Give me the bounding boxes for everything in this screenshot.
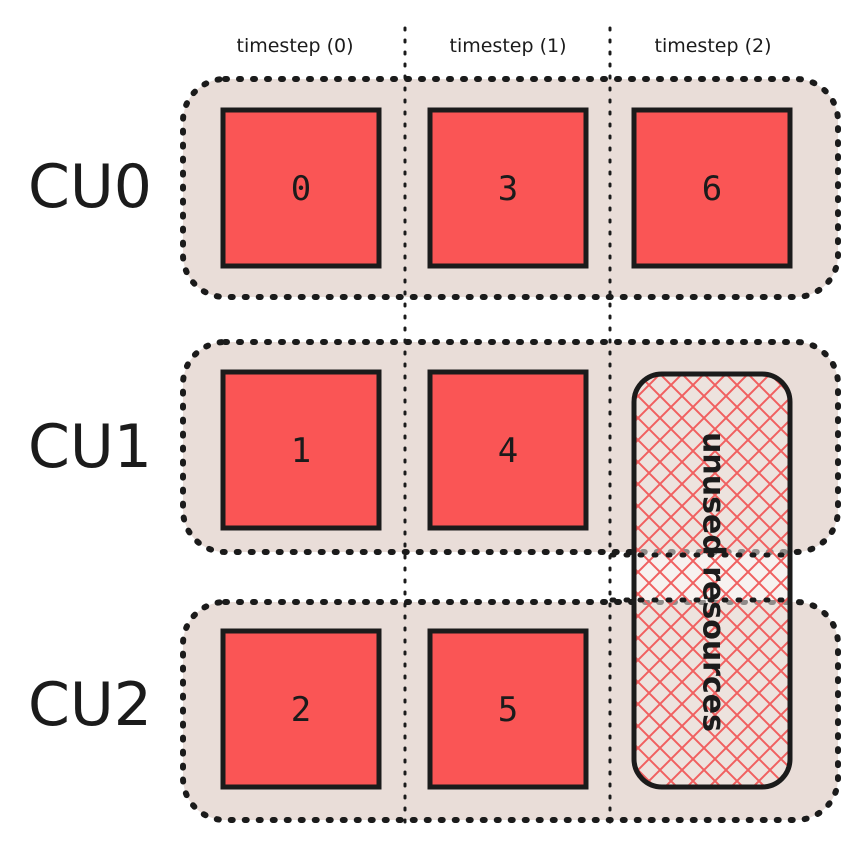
task-number: 6 <box>702 169 722 209</box>
timestep-label-1: timestep (1) <box>450 35 567 57</box>
task-block <box>427 107 589 269</box>
task-number: 0 <box>291 169 311 209</box>
unused-resources-block: unused resources <box>609 371 793 790</box>
task-block <box>220 107 382 269</box>
task-number: 5 <box>498 690 518 730</box>
task-block <box>220 369 382 531</box>
task-number: 2 <box>291 690 311 730</box>
cu-label-0: CU0 <box>28 152 152 222</box>
task-number: 1 <box>291 431 311 471</box>
task-block <box>631 107 793 269</box>
cu-label-2: CU2 <box>28 670 152 740</box>
task-block <box>427 628 589 790</box>
task-block <box>427 369 589 531</box>
task-number: 4 <box>498 431 518 471</box>
timestep-label-2: timestep (2) <box>655 35 772 57</box>
unused-resources-label: unused resources <box>696 432 731 732</box>
task-block <box>220 628 382 790</box>
timestep-label-0: timestep (0) <box>237 35 354 57</box>
cu-label-1: CU1 <box>28 412 152 482</box>
task-number: 3 <box>498 169 518 209</box>
